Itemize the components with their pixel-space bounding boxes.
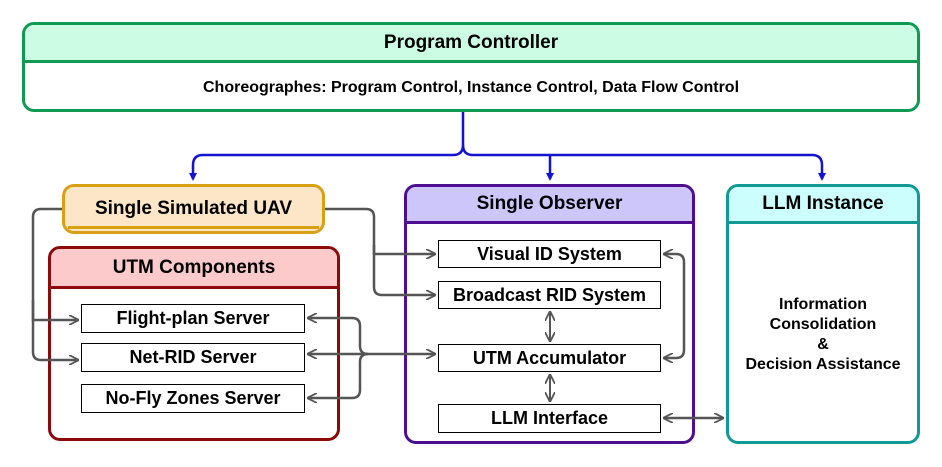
program-controller-box: Program Controller Choreographes: Progra… [22,22,920,112]
no-fly-to-accumulator [308,352,369,398]
utm-components-title: UTM Components [51,249,337,289]
no-fly-zones-server: No-Fly Zones Server [81,384,305,413]
info-line-1: Information [779,296,867,313]
uav-to-net-rid [31,300,78,360]
info-line-3: & [817,336,829,353]
info-line-2: Consolidation [769,316,877,333]
dispatch-arrows [189,112,826,181]
uav-title: Single Simulated UAV [94,198,293,219]
llm-instance-title: LLM Instance [729,187,917,224]
uav-to-visual-id [325,207,435,254]
uav-box-underline [68,226,319,229]
llm-interface: LLM Interface [438,404,661,433]
flight-plan-to-accumulator [308,318,369,356]
uav-to-broadcast-rid [372,245,435,295]
visual-id-system: Visual ID System [438,240,661,268]
info-line-4: Decision Assistance [745,356,901,373]
llm-instance-info: Information Consolidation & Decision Ass… [729,224,917,441]
data-arrows [31,207,686,398]
broadcast-rid-system: Broadcast RID System [438,281,661,309]
uav-to-flight-plan [31,207,78,320]
uav-box: Single Simulated UAV [62,184,325,234]
utm-accumulator: UTM Accumulator [438,344,661,372]
net-rid-server: Net-RID Server [81,343,305,372]
llm-instance-box: LLM Instance Information Consolidation &… [726,184,920,444]
program-controller-description: Choreographes: Program Control, Instance… [202,79,740,96]
program-controller-title: Program Controller [25,25,917,63]
flight-plan-server: Flight-plan Server [81,304,305,333]
dispatch-to-llm [461,144,826,181]
single-observer-title: Single Observer [407,187,692,224]
internal-arrows [550,312,723,418]
visual-id-to-accumulator [664,254,686,358]
dispatch-trunk [189,112,465,181]
